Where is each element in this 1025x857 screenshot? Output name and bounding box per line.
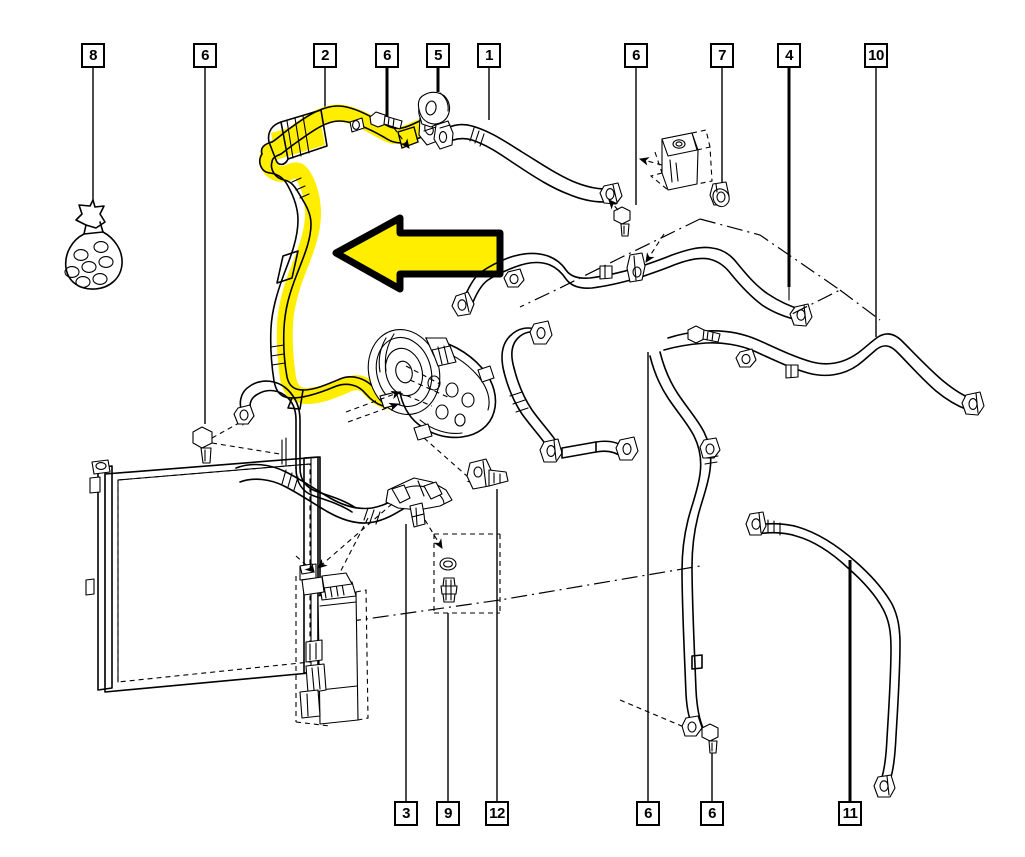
callout-12[interactable]: 12 [485, 801, 509, 826]
callout-leader-lines [92, 68, 877, 801]
callout-4[interactable]: 4 [777, 43, 801, 68]
lower-connector-graphic [501, 320, 639, 463]
callout-11[interactable]: 11 [838, 801, 862, 826]
callout-6[interactable]: 6 [193, 43, 217, 68]
suction-hose-graphic [433, 120, 631, 237]
callout-8[interactable]: 8 [81, 43, 105, 68]
receiver-drier-graphic [295, 572, 369, 727]
callout-6[interactable]: 6 [636, 801, 660, 826]
bolt-left-graphic [192, 380, 381, 525]
pipe-support-bracket-graphic [466, 458, 509, 490]
compressor-graphic [345, 329, 497, 485]
condenser-graphic [85, 456, 369, 727]
callout-7[interactable]: 7 [710, 43, 734, 68]
expansion-valve-graphic [638, 129, 730, 208]
callout-2[interactable]: 2 [313, 43, 337, 68]
callout-3[interactable]: 3 [394, 801, 418, 826]
callout-6[interactable]: 6 [700, 801, 724, 826]
callout-9[interactable]: 9 [436, 801, 460, 826]
condenser-hose-graphic [235, 463, 701, 623]
callout-5[interactable]: 5 [426, 43, 450, 68]
rigid-pipe-upper-graphic [451, 218, 881, 327]
callout-1[interactable]: 1 [477, 43, 501, 68]
seal-bag-graphic [64, 199, 123, 290]
callout-6[interactable]: 6 [624, 43, 648, 68]
service-valve-graphic [424, 519, 501, 614]
callout-10[interactable]: 10 [864, 43, 888, 68]
pipe-eleven [745, 511, 901, 798]
callout-6[interactable]: 6 [375, 43, 399, 68]
highlight-arrow [332, 214, 504, 293]
rigid-pipe-lower-graphic [619, 351, 901, 798]
rigid-pipe-right-graphic [663, 325, 985, 416]
grommet-graphic [417, 91, 451, 128]
bolt-top-graphic [369, 111, 410, 149]
